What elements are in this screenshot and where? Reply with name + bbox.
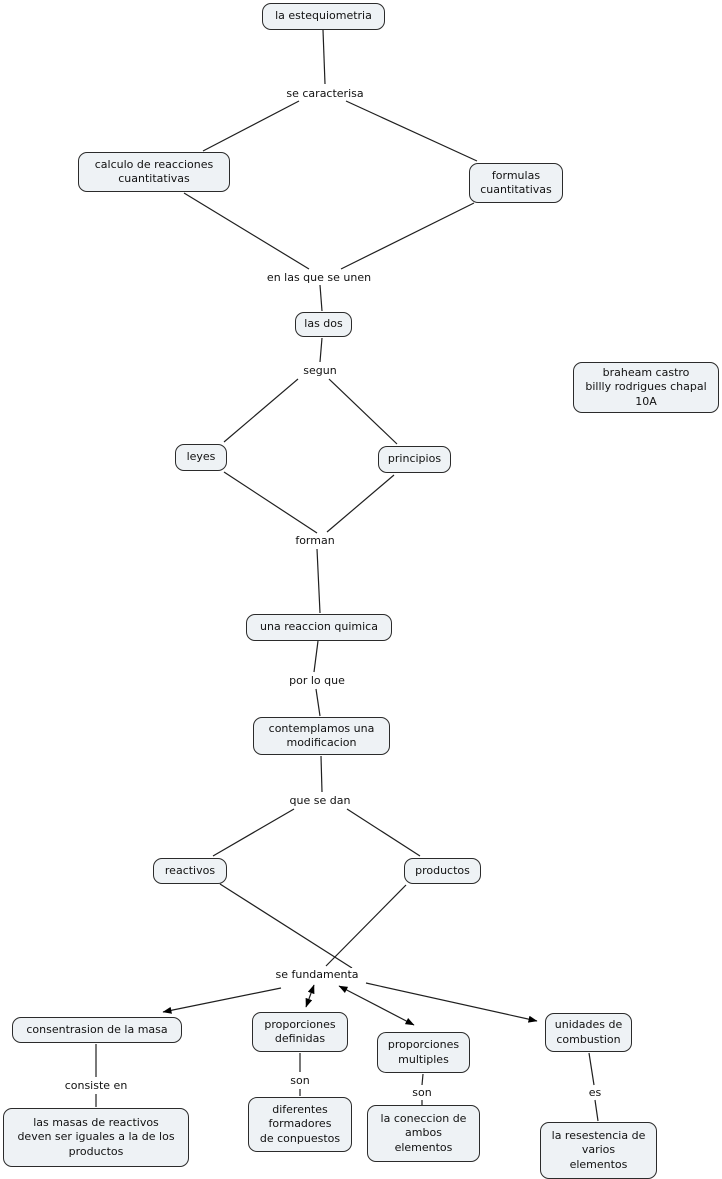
node-proporciones-multiples: proporciones multiples: [377, 1032, 470, 1073]
node-formulas-cuantitativas: formulas cuantitativas: [469, 163, 563, 203]
edge-se-fundamenta-to-proporciones-multiples: [338, 985, 415, 1026]
author-names-box: braheam castro billly rodrigues chapal 1…: [573, 362, 719, 413]
node-diferentes-formadores: diferentes formadores de conpuestos: [248, 1097, 352, 1152]
node-reactivos: reactivos: [153, 858, 227, 884]
link-label-se-caracterisa: se caracterisa: [284, 87, 366, 101]
node-contemplamos-una-modificacion: contemplamos una modificacion: [253, 717, 390, 755]
node-principios: principios: [378, 446, 451, 473]
edge-contemplamos-to-que-se-dan: [320, 755, 323, 793]
edge-en-las-que-se-unen-to-las-dos: [319, 284, 323, 312]
edge-calculo-to-en-las-que-se-unen: [183, 192, 310, 270]
link-label-en-las-que-se-unen: en las que se unen: [264, 271, 374, 285]
edge-que-se-dan-to-productos: [346, 808, 421, 857]
node-la-estequiometria: la estequiometria: [262, 3, 385, 30]
edge-reactivos-to-se-fundamenta: [219, 883, 353, 969]
node-la-resestencia-de-varios-elementos: la resestencia de varios elementos: [540, 1122, 657, 1179]
edge-multiples-to-son: [421, 1073, 424, 1086]
edge-formulas-to-en-las-que-se-unen: [340, 202, 475, 270]
link-label-son-definidas: son: [288, 1074, 312, 1088]
node-leyes: leyes: [175, 444, 227, 471]
edge-leyes-to-forman: [223, 471, 318, 534]
edge-se-caracterisa-to-calculo: [202, 100, 300, 152]
link-label-son-multiples: son: [410, 1086, 434, 1100]
edge-se-fundamenta-to-unidades-combustion: [365, 982, 538, 1023]
edge-se-fundamenta-to-consentrasion: [162, 987, 282, 1014]
edge-una-reaccion-to-por-lo-que: [313, 640, 319, 673]
node-unidades-de-combustion: unidades de combustion: [545, 1013, 632, 1052]
edge-se-caracterisa-to-formulas: [345, 100, 478, 162]
link-label-por-lo-que: por lo que: [287, 674, 347, 688]
link-label-segun: segun: [301, 364, 339, 378]
edge-estequiometria-to-se-caracterisa: [322, 29, 326, 85]
node-las-dos: las dos: [295, 312, 352, 337]
edge-productos-to-se-fundamenta: [325, 884, 407, 967]
node-la-coneccion-de-ambos-elementos: la coneccion de ambos elementos: [367, 1105, 480, 1162]
node-productos: productos: [404, 858, 481, 884]
edge-las-dos-to-segun: [319, 337, 323, 363]
link-label-consiste-en: consiste en: [62, 1079, 130, 1093]
node-proporciones-definidas: proporciones definidas: [252, 1012, 348, 1052]
edge-que-se-dan-to-reactivos: [212, 808, 295, 857]
edge-por-lo-que-to-contemplamos: [315, 688, 321, 717]
node-consentrasion-de-la-masa: consentrasion de la masa: [12, 1017, 182, 1043]
edge-unidades-to-es: [588, 1052, 595, 1086]
node-las-masas-de-reactivos: las masas de reactivos deven ser iguales…: [3, 1108, 189, 1167]
node-una-reaccion-quimica: una reaccion quimica: [246, 614, 392, 641]
edge-es-to-resestencia: [594, 1099, 599, 1122]
link-label-que-se-dan: que se dan: [287, 794, 353, 808]
edge-segun-to-leyes: [223, 378, 299, 443]
node-calculo-de-reacciones: calculo de reacciones cuantitativas: [78, 152, 230, 192]
link-label-se-fundamenta: se fundamenta: [273, 968, 361, 982]
edge-principios-to-forman: [326, 474, 395, 533]
edge-forman-to-una-reaccion: [316, 548, 321, 614]
link-label-forman: forman: [293, 534, 337, 548]
link-label-es: es: [586, 1086, 604, 1100]
edge-segun-to-principios: [328, 378, 398, 445]
edge-se-fundamenta-to-proporciones-definidas: [305, 984, 315, 1008]
